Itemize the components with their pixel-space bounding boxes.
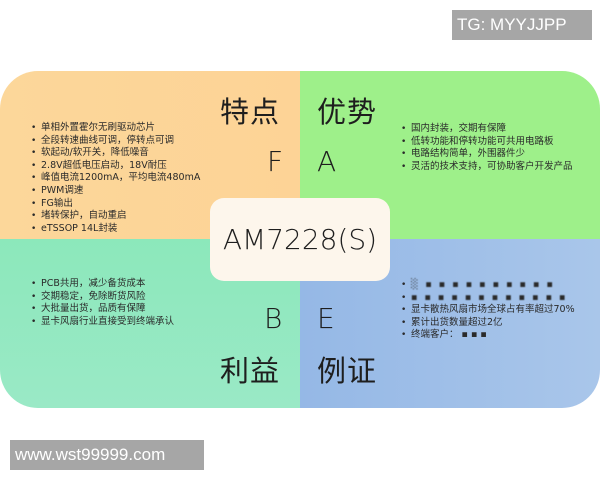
list-item: 全段转速曲线可调，停转点可调 (31, 135, 200, 148)
list-item: 峰值电流1200mA，平均电流480mA (31, 172, 200, 185)
evidence-title: 例证 (317, 354, 378, 388)
list-item: FG输出 (31, 198, 200, 211)
list-item: 灵活的技术支持，可协助客户开发产品 (401, 161, 573, 174)
list-item: 显卡风扇行业直接受到终端承认 (31, 316, 174, 329)
list-item: 大批量出货，品质有保障 (31, 303, 174, 316)
list-item: 电路结构简单，外围器件少 (401, 148, 573, 161)
list-item-redacted: ▪ ▪ ▪ ▪ ▪ ▪ ▪ ▪ ▪ ▪ ▪ ▪ (401, 292, 575, 305)
features-title: 特点 (220, 95, 281, 129)
list-item: 2.8V超低电压启动，18V耐压 (31, 160, 200, 173)
list-item: 终端客户： ▪ ▪ ▪ (401, 329, 575, 342)
benefits-list: PCB共用，减少备货成本 交期稳定，免除断货风险 大批量出货，品质有保障 显卡风… (31, 278, 174, 328)
features-letter: F (267, 145, 284, 178)
evidence-list: ░ ▪ ▪ ▪ ▪ ▪ ▪ ▪ ▪ ▪ ▪ ▪ ▪ ▪ ▪ ▪ ▪ ▪ ▪ ▪ … (401, 279, 575, 342)
list-item: 累计出货数量超过2亿 (401, 317, 575, 330)
list-item: PWM调速 (31, 185, 200, 198)
list-item: eTSSOP 14L封装 (31, 223, 200, 236)
watermark-website: www.wst99999.com (10, 440, 204, 470)
features-list: 单相外置霍尔无刷驱动芯片 全段转速曲线可调，停转点可调 软起动/软开关，降低噪音… (31, 122, 200, 235)
advantages-letter: A (317, 145, 337, 178)
list-item: 交期稳定，免除断货风险 (31, 291, 174, 304)
watermark-telegram: TG: MYYJJPP (452, 10, 592, 40)
benefits-title: 利益 (220, 354, 281, 388)
product-name-box: AM7228(S) (210, 198, 390, 281)
advantages-title: 优势 (317, 95, 378, 129)
list-item-redacted: ░ ▪ ▪ ▪ ▪ ▪ ▪ ▪ ▪ ▪ ▪ (401, 279, 575, 292)
list-item: 低转功能和停转功能可共用电路板 (401, 136, 573, 149)
list-item: 显卡散热风扇市场全球占有率超过70% (401, 304, 575, 317)
evidence-letter: E (317, 302, 335, 335)
list-item: 单相外置霍尔无刷驱动芯片 (31, 122, 200, 135)
advantages-list: 国内封装，交期有保障 低转功能和停转功能可共用电路板 电路结构简单，外围器件少 … (401, 123, 573, 173)
list-item: 软起动/软开关，降低噪音 (31, 147, 200, 160)
quadrant-features: 单相外置霍尔无刷驱动芯片 全段转速曲线可调，停转点可调 软起动/软开关，降低噪音… (0, 71, 300, 239)
benefits-letter: B (264, 302, 283, 335)
list-item: 堵转保护，自动重启 (31, 210, 200, 223)
list-item: 国内封装，交期有保障 (401, 123, 573, 136)
list-item: PCB共用，减少备货成本 (31, 278, 174, 291)
